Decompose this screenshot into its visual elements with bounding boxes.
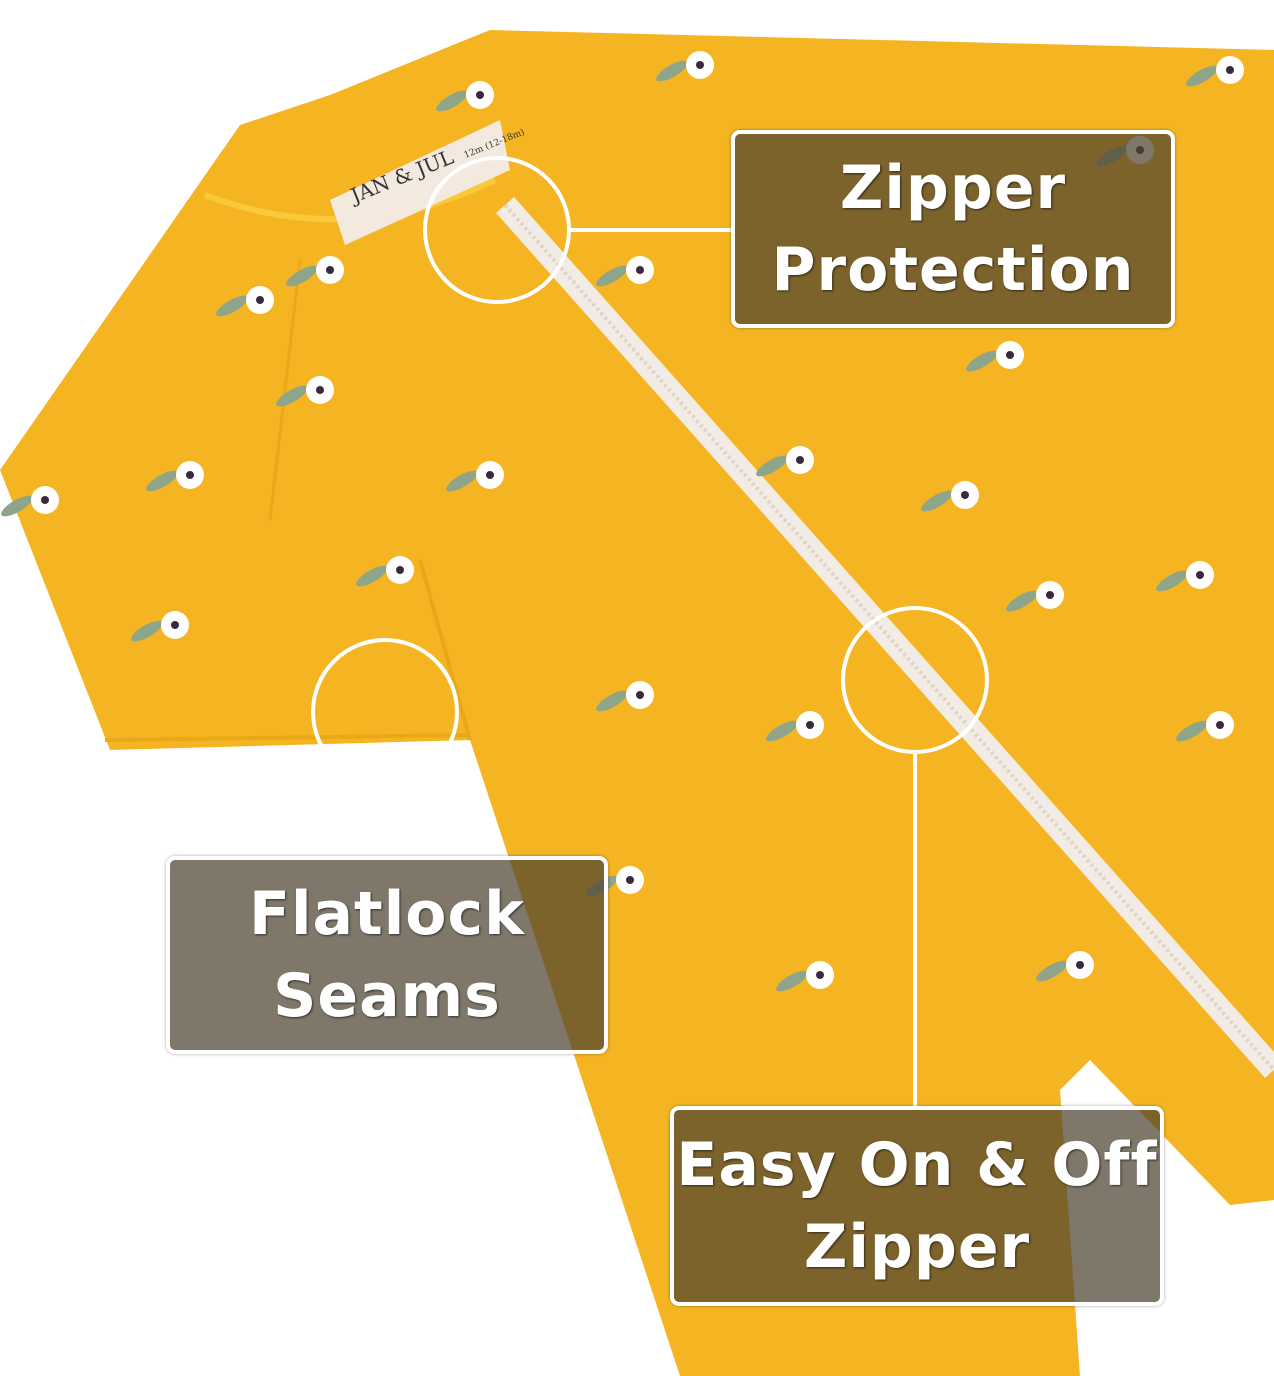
- flower-center: [636, 691, 644, 699]
- flower-center: [806, 721, 814, 729]
- leaf: [1, 495, 33, 517]
- callout-line: Zipper: [803, 1212, 1031, 1282]
- callout-line: Seams: [273, 961, 501, 1031]
- flower-center: [316, 386, 324, 394]
- flower-center: [636, 266, 644, 274]
- flower-center: [1046, 591, 1054, 599]
- leaf: [1176, 720, 1208, 742]
- zipper-teeth: [503, 203, 1274, 1072]
- flower-center: [696, 61, 704, 69]
- flower-center: [476, 91, 484, 99]
- flower-center: [256, 296, 264, 304]
- flower-center: [961, 491, 969, 499]
- callout-connectors: [311, 156, 989, 1110]
- leaf: [656, 60, 688, 82]
- leaf: [1186, 65, 1218, 87]
- leaf: [286, 265, 318, 287]
- tag-label: [330, 120, 510, 245]
- flower-center: [396, 566, 404, 574]
- leaf: [1036, 960, 1068, 982]
- leaf: [436, 90, 468, 112]
- flower-center: [171, 621, 179, 629]
- leaf: [756, 455, 788, 477]
- leaf: [776, 970, 808, 992]
- leaf: [921, 490, 953, 512]
- flower-center: [326, 266, 334, 274]
- flower-center: [186, 471, 194, 479]
- callout-easy-zipper: Easy On & Off Zipper: [670, 1106, 1164, 1306]
- leaf: [966, 350, 998, 372]
- leaf: [131, 620, 163, 642]
- leaf: [596, 265, 628, 287]
- flower-center: [1216, 721, 1224, 729]
- leaf: [276, 385, 308, 407]
- callout-line: Easy On & Off: [676, 1130, 1158, 1200]
- callout-flatlock-seams: Flatlock Seams: [166, 856, 608, 1054]
- leaf: [356, 565, 388, 587]
- leaf: [1006, 590, 1038, 612]
- flower-center: [626, 876, 634, 884]
- cuff-seam: [104, 559, 472, 742]
- callout-line: Zipper: [839, 153, 1067, 223]
- leaf: [146, 470, 178, 492]
- flower-center: [1226, 66, 1234, 74]
- callout-zipper-protection: Zipper Protection: [731, 130, 1175, 328]
- flower-center: [486, 471, 494, 479]
- leaf: [446, 470, 478, 492]
- flower-center: [796, 456, 804, 464]
- callout-line: Protection: [771, 235, 1135, 305]
- leaf: [596, 690, 628, 712]
- callout-line: Flatlock: [249, 879, 525, 949]
- flower-center: [1006, 351, 1014, 359]
- flower-center: [816, 971, 824, 979]
- leaf: [1156, 570, 1188, 592]
- flower-pattern: [1, 51, 1244, 992]
- flower-center: [41, 496, 49, 504]
- flower-center: [1196, 571, 1204, 579]
- leaf: [766, 720, 798, 742]
- sleeve-seam: [268, 259, 302, 521]
- leaf: [216, 295, 248, 317]
- flower-center: [1076, 961, 1084, 969]
